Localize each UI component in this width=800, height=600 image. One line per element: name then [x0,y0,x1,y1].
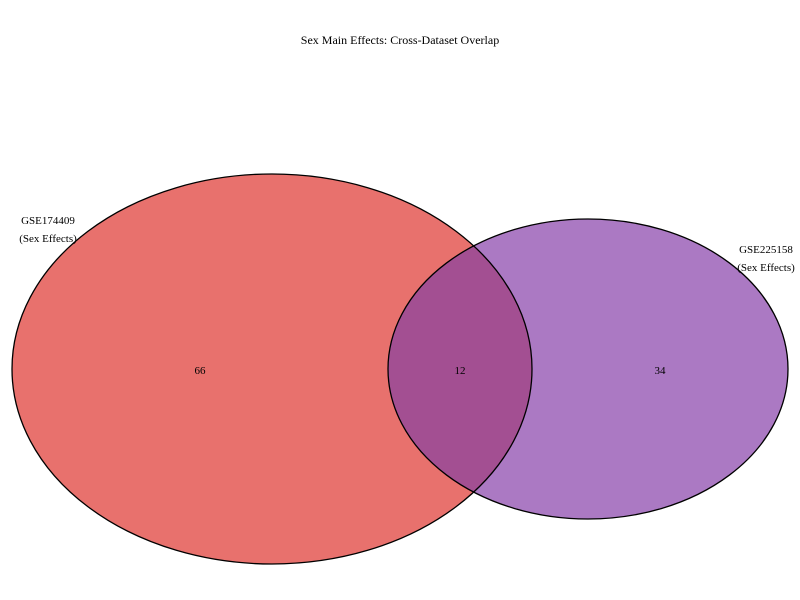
set-b-only-count: 34 [655,365,667,377]
intersection-count: 12 [455,365,466,377]
set-b-label-line1: GSE225158 [739,244,793,256]
set-b-outline [387,218,789,520]
set-a-only-count: 66 [195,365,207,377]
set-a-label-line1: GSE174409 [21,215,75,227]
set-b-label-line2: (Sex Effects) [737,262,795,274]
set-a-outline [11,173,533,565]
set-a-label-line2: (Sex Effects) [19,233,77,245]
set-a-circle [12,174,532,564]
overlap-region [388,219,532,519]
diagram-title: Sex Main Effects: Cross-Dataset Overlap [301,33,499,47]
